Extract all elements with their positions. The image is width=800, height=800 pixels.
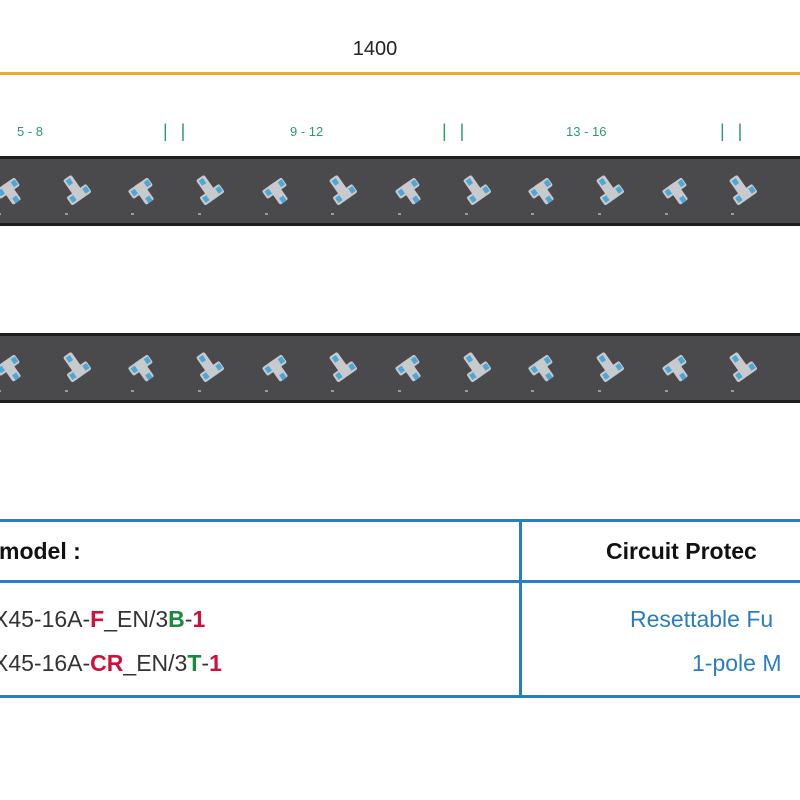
group-separator: | | [442, 121, 469, 141]
outlet-icon [186, 159, 230, 223]
protection-row-2: 1-pole M [692, 650, 782, 676]
table-header-model: model : [0, 519, 522, 583]
outlet-icon [719, 159, 763, 223]
outlet-icon [253, 336, 297, 400]
outlet-icon [453, 159, 497, 223]
outlet-icon [386, 159, 430, 223]
spec-table: model : Circuit Protec X45-16A-F_EN/3B-1… [0, 519, 800, 698]
outlet-icon [186, 336, 230, 400]
outlet-icon [53, 159, 97, 223]
group-label-5-8: 5 - 8 [17, 124, 44, 139]
dimension-label: 1400 [352, 38, 398, 56]
outlet-icon [719, 336, 763, 400]
outlet-icon [453, 336, 497, 400]
model-row-1: X45-16A-F_EN/3B-1 [0, 606, 206, 632]
group-label-9-12: 9 - 12 [290, 124, 324, 139]
outlet-icon [119, 159, 163, 223]
outlet-icon [119, 336, 163, 400]
outlet-icon [519, 159, 563, 223]
outlet-icon [319, 336, 363, 400]
protection-cell: Resettable Fu 1-pole M [519, 580, 800, 698]
group-label-13-16: 13 - 16 [566, 124, 607, 139]
outlet-icon [586, 159, 630, 223]
table-header-protection: Circuit Protec [519, 519, 800, 583]
group-separator: | | [720, 121, 747, 141]
model-cell: X45-16A-F_EN/3B-1 X45-16A-CR_EN/3T-1 [0, 580, 522, 698]
model-row-2: X45-16A-CR_EN/3T-1 [0, 650, 222, 676]
pdu-strip-top [0, 156, 800, 226]
outlet-icon [0, 336, 30, 400]
outlet-icon [586, 336, 630, 400]
outlet-icon [319, 159, 363, 223]
outlet-icon [653, 159, 697, 223]
outlet-icon [53, 336, 97, 400]
outlet-icon [253, 159, 297, 223]
dimension-line [0, 72, 800, 75]
outlet-icon [386, 336, 430, 400]
outlet-icon [0, 159, 30, 223]
pdu-strip-bottom [0, 333, 800, 403]
group-separator: | | [163, 121, 190, 141]
outlet-icon [519, 336, 563, 400]
outlet-icon [653, 336, 697, 400]
protection-row-1: Resettable Fu [630, 606, 774, 632]
